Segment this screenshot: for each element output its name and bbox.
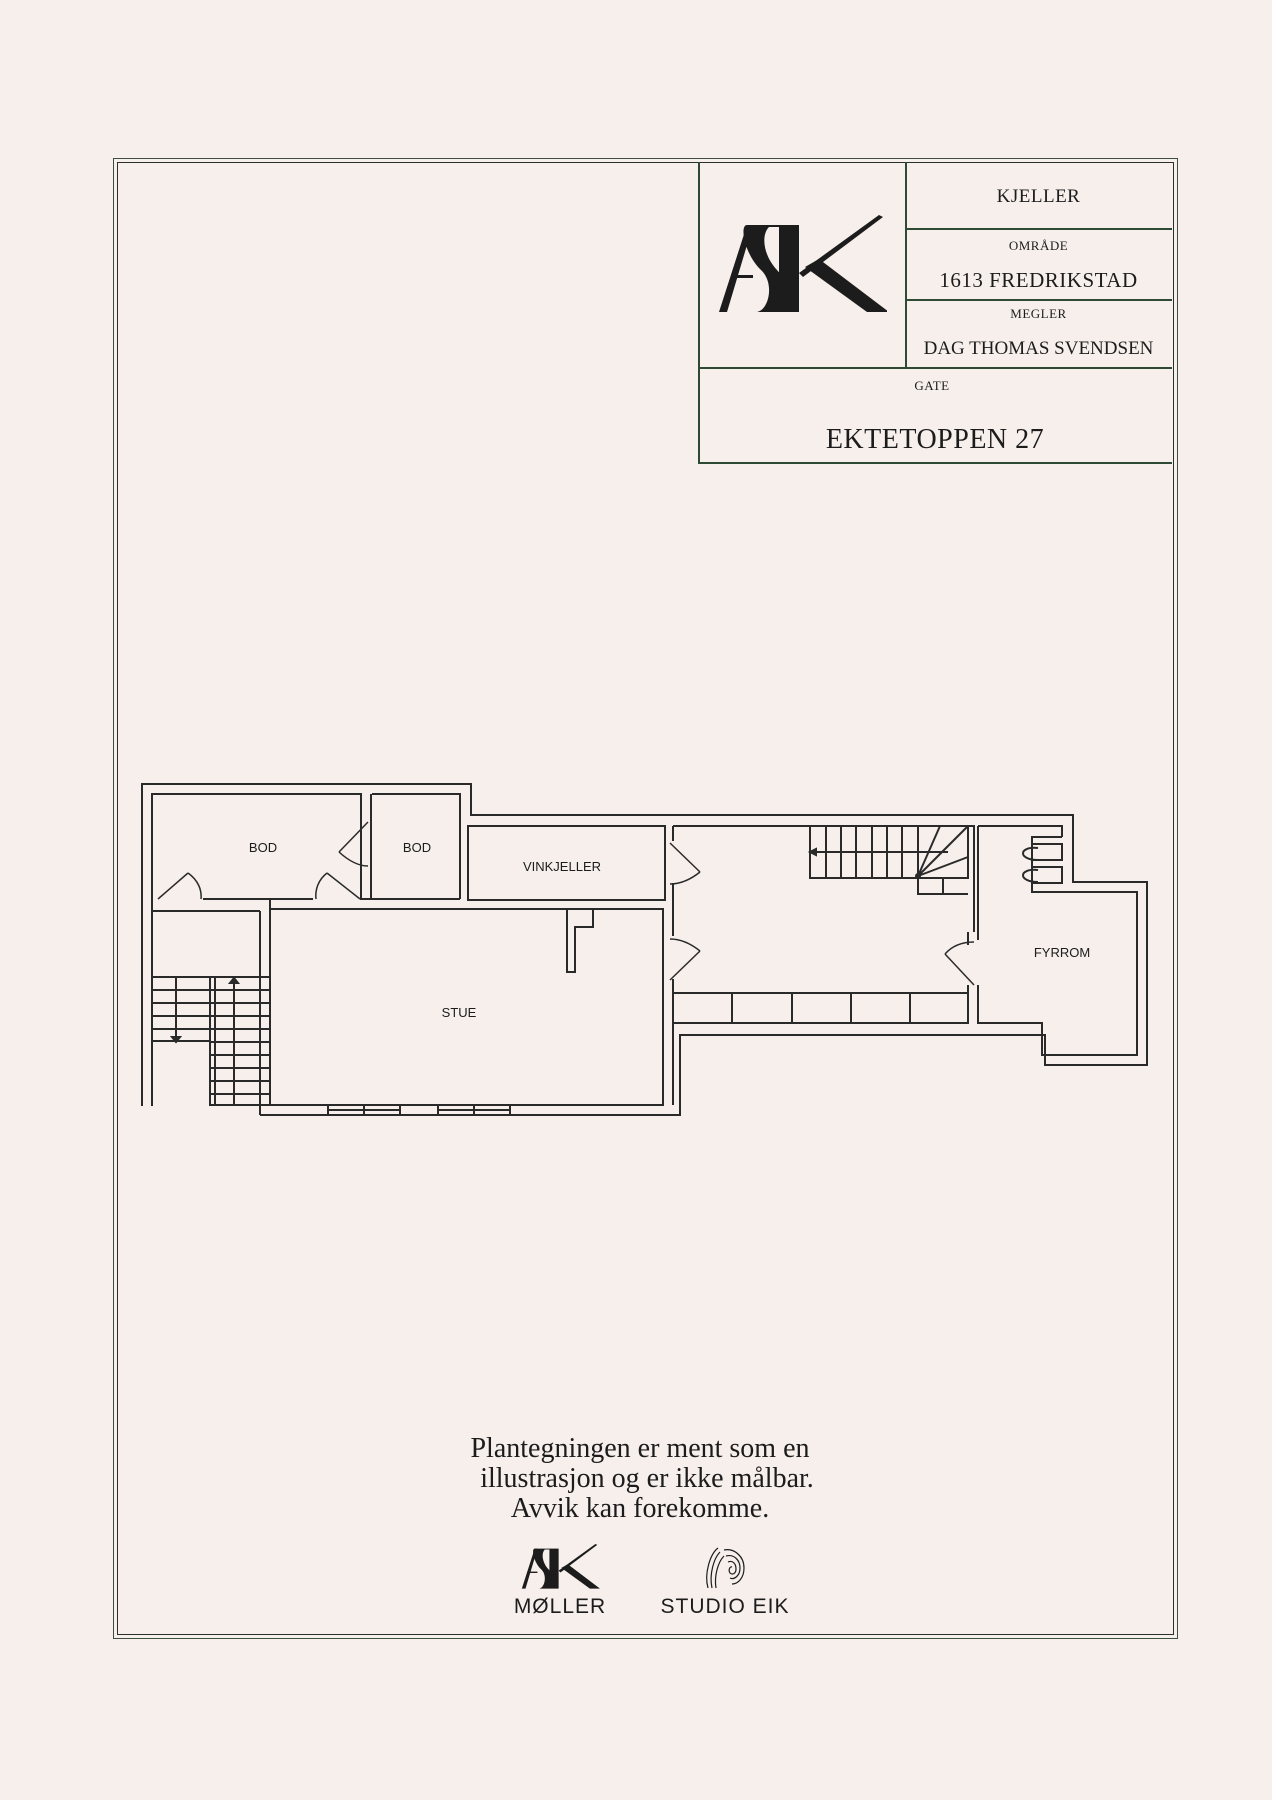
room-label-bod-1: BOD xyxy=(249,840,277,855)
area-label: OMRÅDE xyxy=(1008,238,1069,253)
area-value: 1613 FREDRIKSTAD xyxy=(939,268,1138,292)
street-label-text: GATE xyxy=(914,378,950,393)
ask-logo-icon xyxy=(718,214,887,312)
title-block: KJELLER OMRÅDE 1613 FREDRIKSTAD MEGLER D… xyxy=(698,162,1172,464)
divider xyxy=(698,162,700,463)
broker-label: MEGLER xyxy=(1010,306,1067,321)
ask-moller-subtitle: MØLLER xyxy=(513,1595,607,1618)
broker-value: DAG THOMAS SVENDSEN xyxy=(923,338,1154,359)
inner-frame-border xyxy=(117,162,1174,1635)
disclaimer-text: Plantegningen er ment som en illustrasjo… xyxy=(380,1434,900,1524)
disclaimer-line-3: Avvik kan forekomme. xyxy=(510,1493,770,1524)
fingerprint-icon xyxy=(706,1547,745,1589)
room-label-vinkjeller: VINKJELLER xyxy=(523,859,601,874)
room-label-bod-2: BOD xyxy=(403,840,431,855)
street-label: GATE xyxy=(698,378,1172,394)
divider xyxy=(698,367,1172,369)
divider xyxy=(905,299,1172,301)
divider xyxy=(905,228,1172,230)
floor-label: KJELLER xyxy=(996,186,1081,207)
room-label-fyrrom: FYRROM xyxy=(1034,945,1090,960)
studio-eik-label: STUDIO EIK xyxy=(660,1595,790,1618)
divider xyxy=(698,462,1172,464)
room-label-stue: STUE xyxy=(442,1005,477,1020)
ask-logo-icon xyxy=(521,1544,601,1589)
studio-eik-logo: STUDIO EIK xyxy=(660,1544,790,1619)
divider xyxy=(905,162,907,367)
ask-logo xyxy=(698,162,905,367)
disclaimer-line-2: illustrasjon og er ikke målbar. xyxy=(480,1463,814,1494)
ask-moller-logo: MØLLER xyxy=(510,1544,610,1619)
disclaimer-line-1: Plantegningen er ment som en xyxy=(470,1433,810,1464)
outer-frame-border xyxy=(113,158,1178,1639)
street-value: EKTETOPPEN 27 xyxy=(825,424,1045,455)
